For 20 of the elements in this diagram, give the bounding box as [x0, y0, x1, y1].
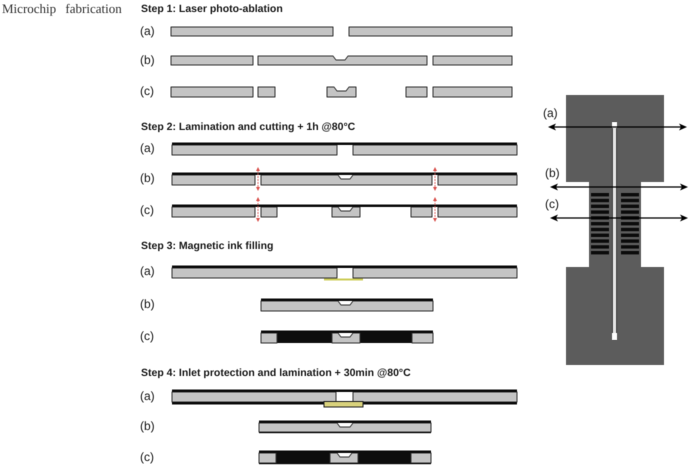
section-label: (a) [543, 107, 558, 120]
row-label: (a) [140, 25, 155, 38]
row-label: (b) [140, 54, 155, 68]
row-label: (c) [140, 85, 154, 98]
row-label: (b) [140, 172, 155, 186]
row-label: (a) [140, 265, 155, 278]
section-label: (c) [545, 198, 559, 212]
row-label: (a) [140, 390, 155, 404]
row-label: (c) [140, 451, 154, 464]
row-label: (c) [140, 330, 154, 344]
section-label: (b) [545, 167, 560, 180]
row-label: (c) [140, 204, 154, 218]
step-heading: Step 3: Magnetic ink filling [141, 241, 274, 253]
step-heading: Step 1: Laser photo-ablation [141, 4, 283, 16]
row-label: (b) [140, 420, 155, 434]
row-label: (b) [140, 298, 155, 312]
row-label: (a) [140, 142, 155, 156]
step-heading: Step 4: Inlet protection and lamination + 30min @80°C [141, 368, 411, 380]
diagram-title: Microchip fabrication [2, 2, 122, 16]
step-heading: Step 2: Lamination and cutting + 1h @80°C [141, 122, 356, 134]
